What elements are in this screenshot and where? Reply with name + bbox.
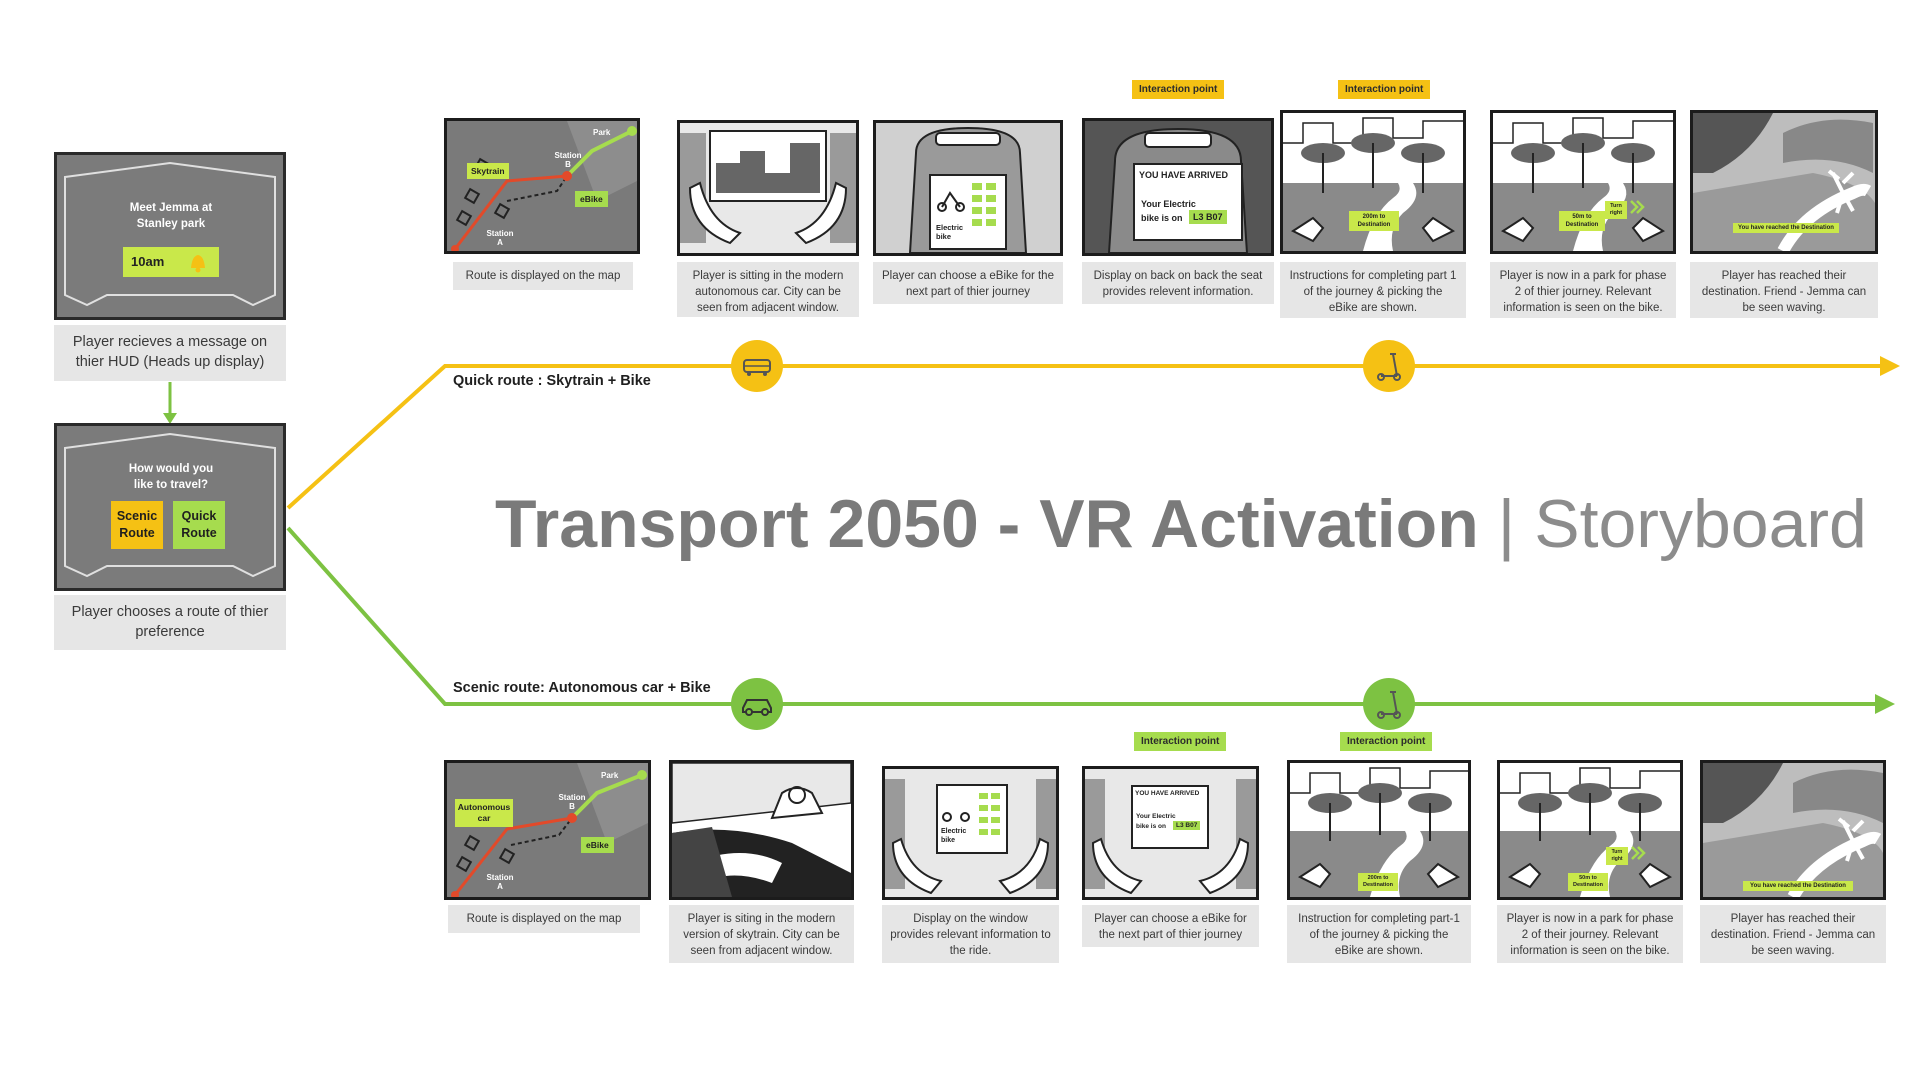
- hud-question: How would you like to travel?: [128, 463, 214, 491]
- arrived-line1: Your Electric: [1141, 199, 1196, 209]
- scenic-route-button[interactable]: Scenic Route: [111, 501, 163, 549]
- scenic-route-label: Scenic route: Autonomous car + Bike: [453, 680, 711, 696]
- map-label-station-b: Station B: [558, 793, 586, 811]
- map-label-park: Park: [601, 771, 619, 780]
- scenic-caption-6: Player is now in a park for phase 2 of t…: [1497, 905, 1683, 963]
- scenic-panel-skytrain: [669, 760, 854, 900]
- hud-choice-caption: Player chooses a route of thier preferen…: [54, 595, 286, 650]
- scenic-panel-park-phase2: 50m to Destination Turn right: [1497, 760, 1683, 900]
- arrived-heading: YOU HAVE ARRIVED: [1135, 790, 1200, 797]
- arrived-line2: bike is on: [1141, 213, 1183, 223]
- map-label-ebike: eBike: [581, 837, 614, 853]
- map-label-station-a: Station A: [486, 873, 514, 891]
- scenic-panel-park-trees: 200m to Destination: [1287, 760, 1471, 900]
- hud-message-caption: Player recieves a message on thier HUD (…: [54, 325, 286, 381]
- interaction-point-badge: Interaction point: [1340, 732, 1433, 751]
- scenic-caption-5: Instruction for completing part-1 of the…: [1287, 905, 1471, 963]
- window-display-label: Electric bike: [941, 828, 967, 844]
- park2-distance-sign: 50m to Destination: [1559, 211, 1605, 231]
- park-distance-sign: 200m to Destination: [1358, 873, 1398, 891]
- interaction-point-badge: Interaction point: [1338, 80, 1431, 99]
- quick-caption-3: Player can choose a eBike for the next p…: [873, 262, 1063, 304]
- quick-panel-arrived-screen: YOU HAVE ARRIVED Your Electric bike is o…: [1082, 118, 1274, 256]
- scenic-caption-1: Route is displayed on the map: [448, 905, 640, 933]
- arrived-line1: Your Electric: [1136, 813, 1176, 820]
- seat-screen-label: Electric bike: [936, 223, 964, 241]
- destination-banner: You have reached the Destination: [1743, 881, 1853, 891]
- park2-turn-sign: Turn right: [1606, 847, 1628, 865]
- quick-caption-2: Player is sitting in the modern autonomo…: [677, 262, 859, 317]
- park-distance-sign: 200m to Destination: [1349, 211, 1399, 231]
- hud-time: 10am: [131, 254, 165, 269]
- scenic-route-arrowhead: [1875, 694, 1895, 714]
- car-icon: [731, 678, 783, 730]
- park2-turn-sign: Turn right: [1605, 201, 1627, 219]
- quick-panel-map: Skytrain Station B Station A Park eBike: [444, 118, 640, 254]
- hud-message-text: Meet Jemma at Stanley park: [129, 202, 213, 230]
- scenic-panel-destination: You have reached the Destination: [1700, 760, 1886, 900]
- interaction-point-badge: Interaction point: [1134, 732, 1227, 751]
- map-label-station-a: Station A: [486, 229, 514, 247]
- quick-caption-1: Route is displayed on the map: [453, 262, 633, 290]
- arrived-code: L3 B07: [1173, 821, 1201, 830]
- hud-message-panel: Meet Jemma at Stanley park 10am: [54, 152, 286, 320]
- scenic-panel-window-display: Electric bike: [882, 766, 1059, 900]
- arrived-info-box: YOU HAVE ARRIVED Your Electric bike is o…: [1133, 163, 1243, 241]
- quick-route-button[interactable]: Quick Route: [173, 501, 225, 549]
- hud-choice-panel: How would you like to travel? Scenic Rou…: [54, 423, 286, 591]
- destination-banner: You have reached the Destination: [1733, 223, 1839, 233]
- scenic-caption-7: Player has reached their destination. Fr…: [1700, 905, 1886, 963]
- quick-caption-5: Instructions for completing part 1 of th…: [1280, 262, 1466, 318]
- train-icon: [731, 340, 783, 392]
- map-label-ebike: eBike: [575, 191, 608, 207]
- quick-panel-destination: You have reached the Destination: [1690, 110, 1878, 254]
- quick-panel-park-trees: 200m to Destination: [1280, 110, 1466, 254]
- scenic-panel-arrived-screen: YOU HAVE ARRIVED Your Electric bike is o…: [1082, 766, 1259, 900]
- scooter-icon: [1363, 678, 1415, 730]
- quick-caption-6: Player is now in a park for phase 2 of t…: [1490, 262, 1676, 318]
- quick-route-label: Quick route : Skytrain + Bike: [453, 373, 651, 389]
- quick-caption-7: Player has reached their destination. Fr…: [1690, 262, 1878, 318]
- scenic-caption-2: Player is siting in the modern version o…: [669, 905, 854, 963]
- quick-caption-4: Display on back on back the seat provide…: [1082, 262, 1274, 304]
- quick-panel-park-phase2: 50m to Destination Turn right: [1490, 110, 1676, 254]
- arrived-line2: bike is on: [1136, 823, 1166, 830]
- title-sub: Storyboard: [1534, 486, 1867, 562]
- title-main: Transport 2050 - VR Activation: [495, 486, 1479, 562]
- map-label-park: Park: [593, 128, 611, 137]
- page-title: Transport 2050 - VR Activation | Storybo…: [495, 485, 1867, 563]
- map-label-skytrain: Skytrain: [467, 163, 509, 179]
- arrived-code: L3 B07: [1189, 210, 1227, 224]
- hud-time-badge: 10am: [123, 247, 219, 277]
- map-label-station-b: Station B: [554, 151, 582, 169]
- scenic-caption-4: Player can choose a eBike for the next p…: [1082, 905, 1259, 947]
- bell-icon: [191, 255, 205, 273]
- title-separator: |: [1497, 486, 1516, 562]
- arrived-heading: YOU HAVE ARRIVED: [1139, 170, 1229, 180]
- scenic-panel-map: Autonomous car Station B Station A Park …: [444, 760, 651, 900]
- interaction-point-badge: Interaction point: [1132, 80, 1225, 99]
- quick-panel-car-interior: [677, 120, 859, 256]
- scenic-caption-3: Display on the window provides relevant …: [882, 905, 1059, 963]
- hud-connector-arrowhead: [163, 413, 177, 424]
- park2-distance-sign: 50m to Destination: [1568, 873, 1608, 891]
- arrived-info-box: YOU HAVE ARRIVED Your Electric bike is o…: [1131, 785, 1209, 849]
- quick-route-arrowhead: [1880, 356, 1900, 376]
- map-label-car: Autonomous car: [455, 799, 513, 827]
- quick-panel-seat-screen: Electric bike: [873, 120, 1063, 256]
- scooter-icon: [1363, 340, 1415, 392]
